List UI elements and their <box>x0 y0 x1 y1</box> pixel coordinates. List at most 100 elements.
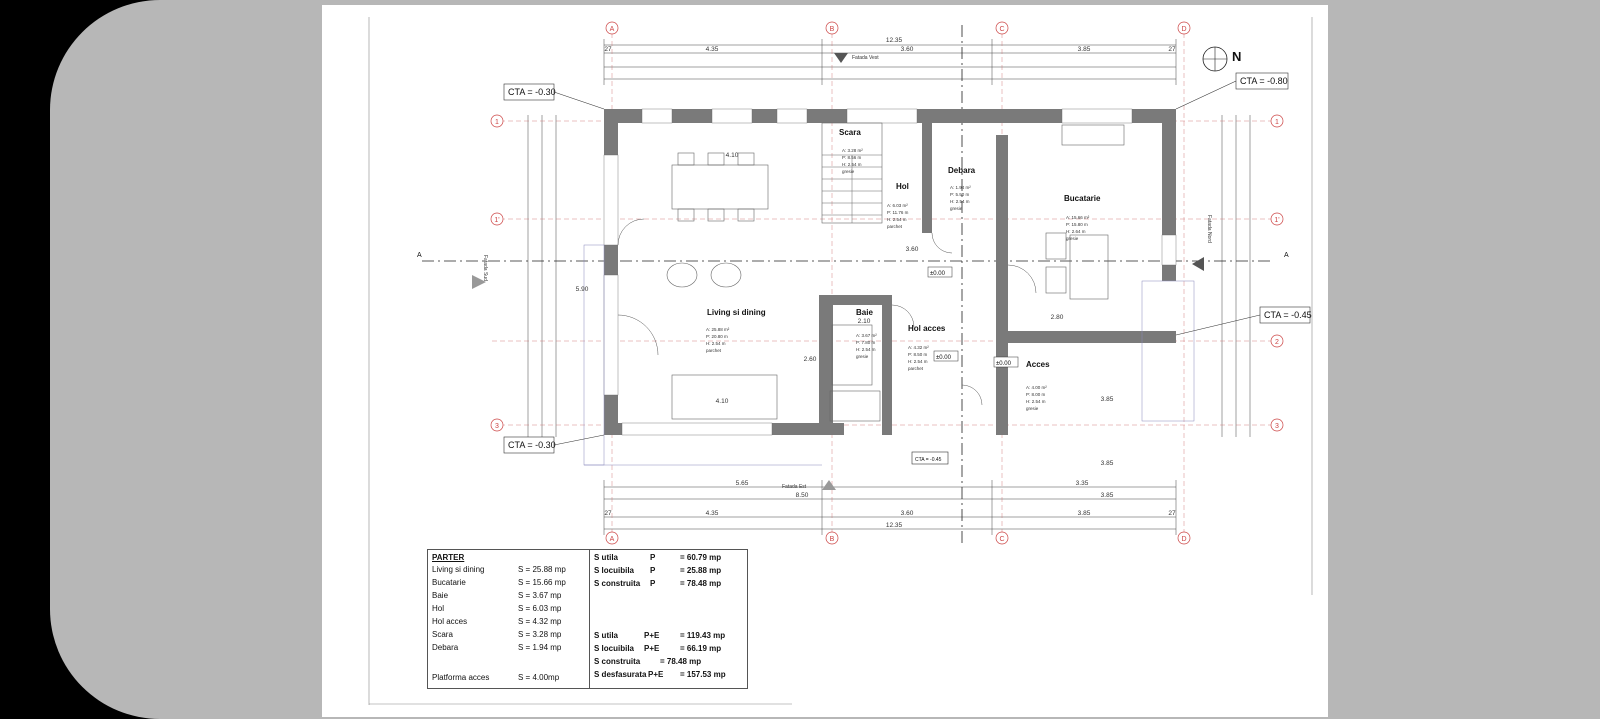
room-info-bucatarie-floor: gresie <box>1066 236 1079 241</box>
dim-top-b-c: 3.60 <box>901 46 914 53</box>
dim-top-edge-left: 27 <box>604 46 612 53</box>
summary-level: P <box>650 566 656 575</box>
room-info-hol-acces-perimeter: P: 8.50 m <box>908 352 928 357</box>
room-info-baie-height: H: 2.54 m <box>856 347 876 352</box>
cta-label-top-left: CTA = -0.30 <box>508 87 556 97</box>
dim-top-edge-right: 27 <box>1168 46 1176 53</box>
facade-west-label: Fatada Vest <box>852 55 879 61</box>
side-dimension-lines <box>527 115 1251 437</box>
room-name-bucatarie: Bucatarie <box>1064 194 1101 203</box>
table-platform-area: S = 4.00mp <box>518 673 560 682</box>
dim-sofa-width: 4.10 <box>716 398 729 405</box>
dim-bottom-edge-left: 27 <box>604 510 612 517</box>
dim-kitchen-280: 2.80 <box>1051 314 1064 321</box>
table-room-name: Debara <box>432 643 459 652</box>
dim-top-a-b: 4.35 <box>706 46 719 53</box>
axis-label-1-left: 1 <box>495 119 499 126</box>
section-mark-right: A <box>1284 252 1289 259</box>
room-info-debara-area: A: 1.94 m² <box>950 185 971 190</box>
room-info-scara-perimeter: P: 8.56 m <box>842 155 862 160</box>
room-info-living-floor: parchet <box>706 348 722 353</box>
dim-total-bottom: 12.35 <box>886 522 903 529</box>
room-info-hol-height: H: 2.54 m <box>887 217 907 222</box>
room-info-scara-floor: gresie <box>842 169 855 174</box>
summary-label: S locuibila <box>594 644 635 653</box>
axis-label-d-top: D <box>1181 26 1186 33</box>
dim-bottom-right: 3.85 <box>1101 492 1114 499</box>
table-room-area: S = 25.88 mp <box>518 565 566 574</box>
dim-bottom-565: 5.65 <box>736 480 749 487</box>
area-table-title: PARTER <box>432 553 465 562</box>
cta-label-top-right: CTA = -0.80 <box>1240 76 1288 86</box>
axis-label-c-top: C <box>999 26 1004 33</box>
summary-value: = 157.53 mp <box>680 670 726 679</box>
table-room-name: Hol <box>432 604 445 613</box>
dim-top-c-d: 3.85 <box>1078 46 1091 53</box>
room-info-hol-acces-height: H: 2.54 m <box>908 359 928 364</box>
room-info-hol-floor: parchet <box>887 224 903 229</box>
summary-level: P+E <box>644 631 660 640</box>
summary-level: P+E <box>644 644 660 653</box>
cta-label-right: CTA = -0.45 <box>1264 310 1312 320</box>
table-room-area: S = 1.94 mp <box>518 643 562 652</box>
table-room-name: Bucatarie <box>432 578 466 587</box>
room-info-living-height: H: 2.54 m <box>706 341 726 346</box>
room-info-hol-perimeter: P: 11.76 m <box>887 210 909 215</box>
room-name-scara: Scara <box>839 128 861 137</box>
room-info-baie-floor: gresie <box>856 354 869 359</box>
dim-bottom-a-b: 4.35 <box>706 510 719 517</box>
room-name-debara: Debara <box>948 166 976 175</box>
dim-hol-width: 3.60 <box>906 246 919 253</box>
room-info-bucatarie-area: A: 15.66 m² <box>1066 215 1090 220</box>
level-mark-hol: ±0.00 <box>930 271 946 277</box>
facade-south-arrow-icon <box>472 275 486 289</box>
axis-label-1p-left: 1' <box>494 217 499 224</box>
room-info-acces-floor: gresie <box>1026 406 1039 411</box>
room-info-baie-area: A: 3.67 m² <box>856 333 877 338</box>
dim-table-width: 4.10 <box>726 152 739 159</box>
summary-value: = 78.48 mp <box>660 657 702 666</box>
table-platform-name: Platforma acces <box>432 673 490 682</box>
dim-acces-385: 3.85 <box>1101 396 1114 403</box>
room-info-debara-floor: gresie <box>950 206 963 211</box>
north-label: N <box>1232 49 1241 64</box>
exterior-walls <box>604 109 1176 435</box>
summary-label: S utila <box>594 553 619 562</box>
summary-label: S locuibila <box>594 566 635 575</box>
room-info-scara-area: A: 3.28 m² <box>842 148 863 153</box>
dim-baie-210: 2.10 <box>858 318 871 325</box>
axis-label-b-bottom: B <box>830 536 835 543</box>
dim-left-590: 5.90 <box>576 286 589 293</box>
room-info-hol-area: A: 6.03 m² <box>887 203 908 208</box>
summary-value: = 25.88 mp <box>680 566 722 575</box>
summary-value: = 119.43 mp <box>680 631 726 640</box>
room-info-hol-acces-area: A: 4.32 m² <box>908 345 929 350</box>
dim-bottom-b-c: 3.60 <box>901 510 914 517</box>
room-info-living-area: A: 25.88 m² <box>706 327 730 332</box>
axis-label-1p-right: 1' <box>1274 217 1279 224</box>
terrace-outline <box>583 244 1195 466</box>
room-info-acces-perimeter: P: 8.00 m <box>1026 392 1046 397</box>
axis-bubbles-top <box>490 21 1284 545</box>
room-info-acces-area: A: 4.00 m² <box>1026 385 1047 390</box>
axis-label-a-top: A <box>610 26 615 33</box>
axis-label-c-bottom: C <box>999 536 1004 543</box>
summary-value: = 60.79 mp <box>680 553 722 562</box>
bottom-dimension-lines <box>603 480 1177 535</box>
summary-label: S construita <box>594 579 641 588</box>
table-room-name: Baie <box>432 591 449 600</box>
section-mark-left: A <box>417 252 422 259</box>
room-name-hol: Hol <box>896 182 909 191</box>
room-info-scara-height: H: 2.54 m <box>842 162 862 167</box>
summary-label: S construita <box>594 657 641 666</box>
facade-north-label: Fatada Nord <box>1206 215 1212 243</box>
top-dimension-lines <box>603 39 1177 85</box>
axis-label-3-right: 3 <box>1275 423 1279 430</box>
axis-label-d-bottom: D <box>1181 536 1186 543</box>
axis-label-3-left: 3 <box>495 423 499 430</box>
dim-bottom-385: 3.85 <box>1101 460 1114 467</box>
dim-bottom-335: 3.35 <box>1076 480 1089 487</box>
table-room-area: S = 4.32 mp <box>518 617 562 626</box>
